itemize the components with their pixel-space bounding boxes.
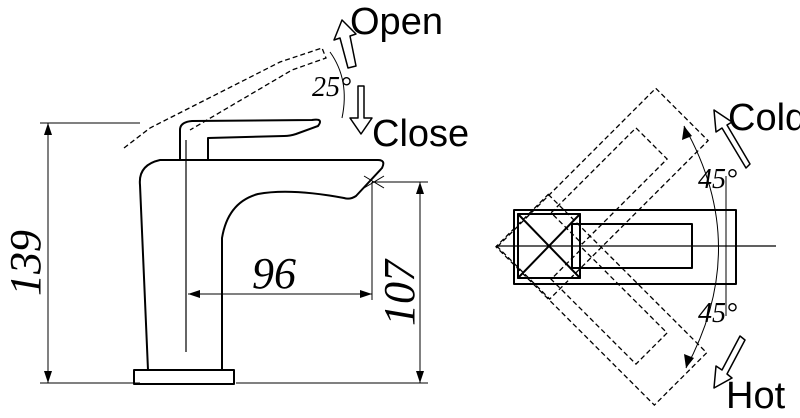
lever-angle-label: 25° [312, 72, 351, 103]
cold-label: Cold [728, 97, 800, 139]
dimension-reach: 96 [188, 182, 373, 300]
cartridge-square [517, 213, 581, 279]
reach-label: 96 [252, 249, 296, 298]
side-view: 139 96 107 [1, 1, 469, 385]
lever-angle: 25° [312, 51, 351, 119]
cold-angle-label: 45° [698, 164, 737, 195]
cold-arrow [713, 109, 751, 169]
lever-hot-position [495, 193, 708, 407]
hot-arrow [713, 335, 746, 389]
top-view: 45° 45° Cold Hot [495, 87, 800, 417]
lever-top-body [513, 209, 737, 285]
hot-label: Hot [726, 375, 786, 417]
dimension-height-total: 139 [1, 122, 140, 384]
close-label: Close [372, 113, 469, 155]
spout-height-label: 107 [375, 258, 424, 326]
dimension-spout-height: 107 [236, 181, 428, 384]
close-arrow [349, 85, 373, 135]
height-total-label: 139 [1, 230, 50, 296]
lever-closed [179, 118, 321, 161]
open-arrow [333, 19, 357, 69]
rotation-arc [683, 125, 719, 369]
lever-open [123, 47, 327, 149]
lever-top-slot [571, 223, 693, 269]
faucet-base [133, 369, 235, 385]
cartridge-diagonal-b [517, 213, 581, 279]
faucet-body [138, 159, 385, 371]
hot-angle-label: 45° [698, 298, 737, 329]
open-label: Open [350, 1, 443, 43]
